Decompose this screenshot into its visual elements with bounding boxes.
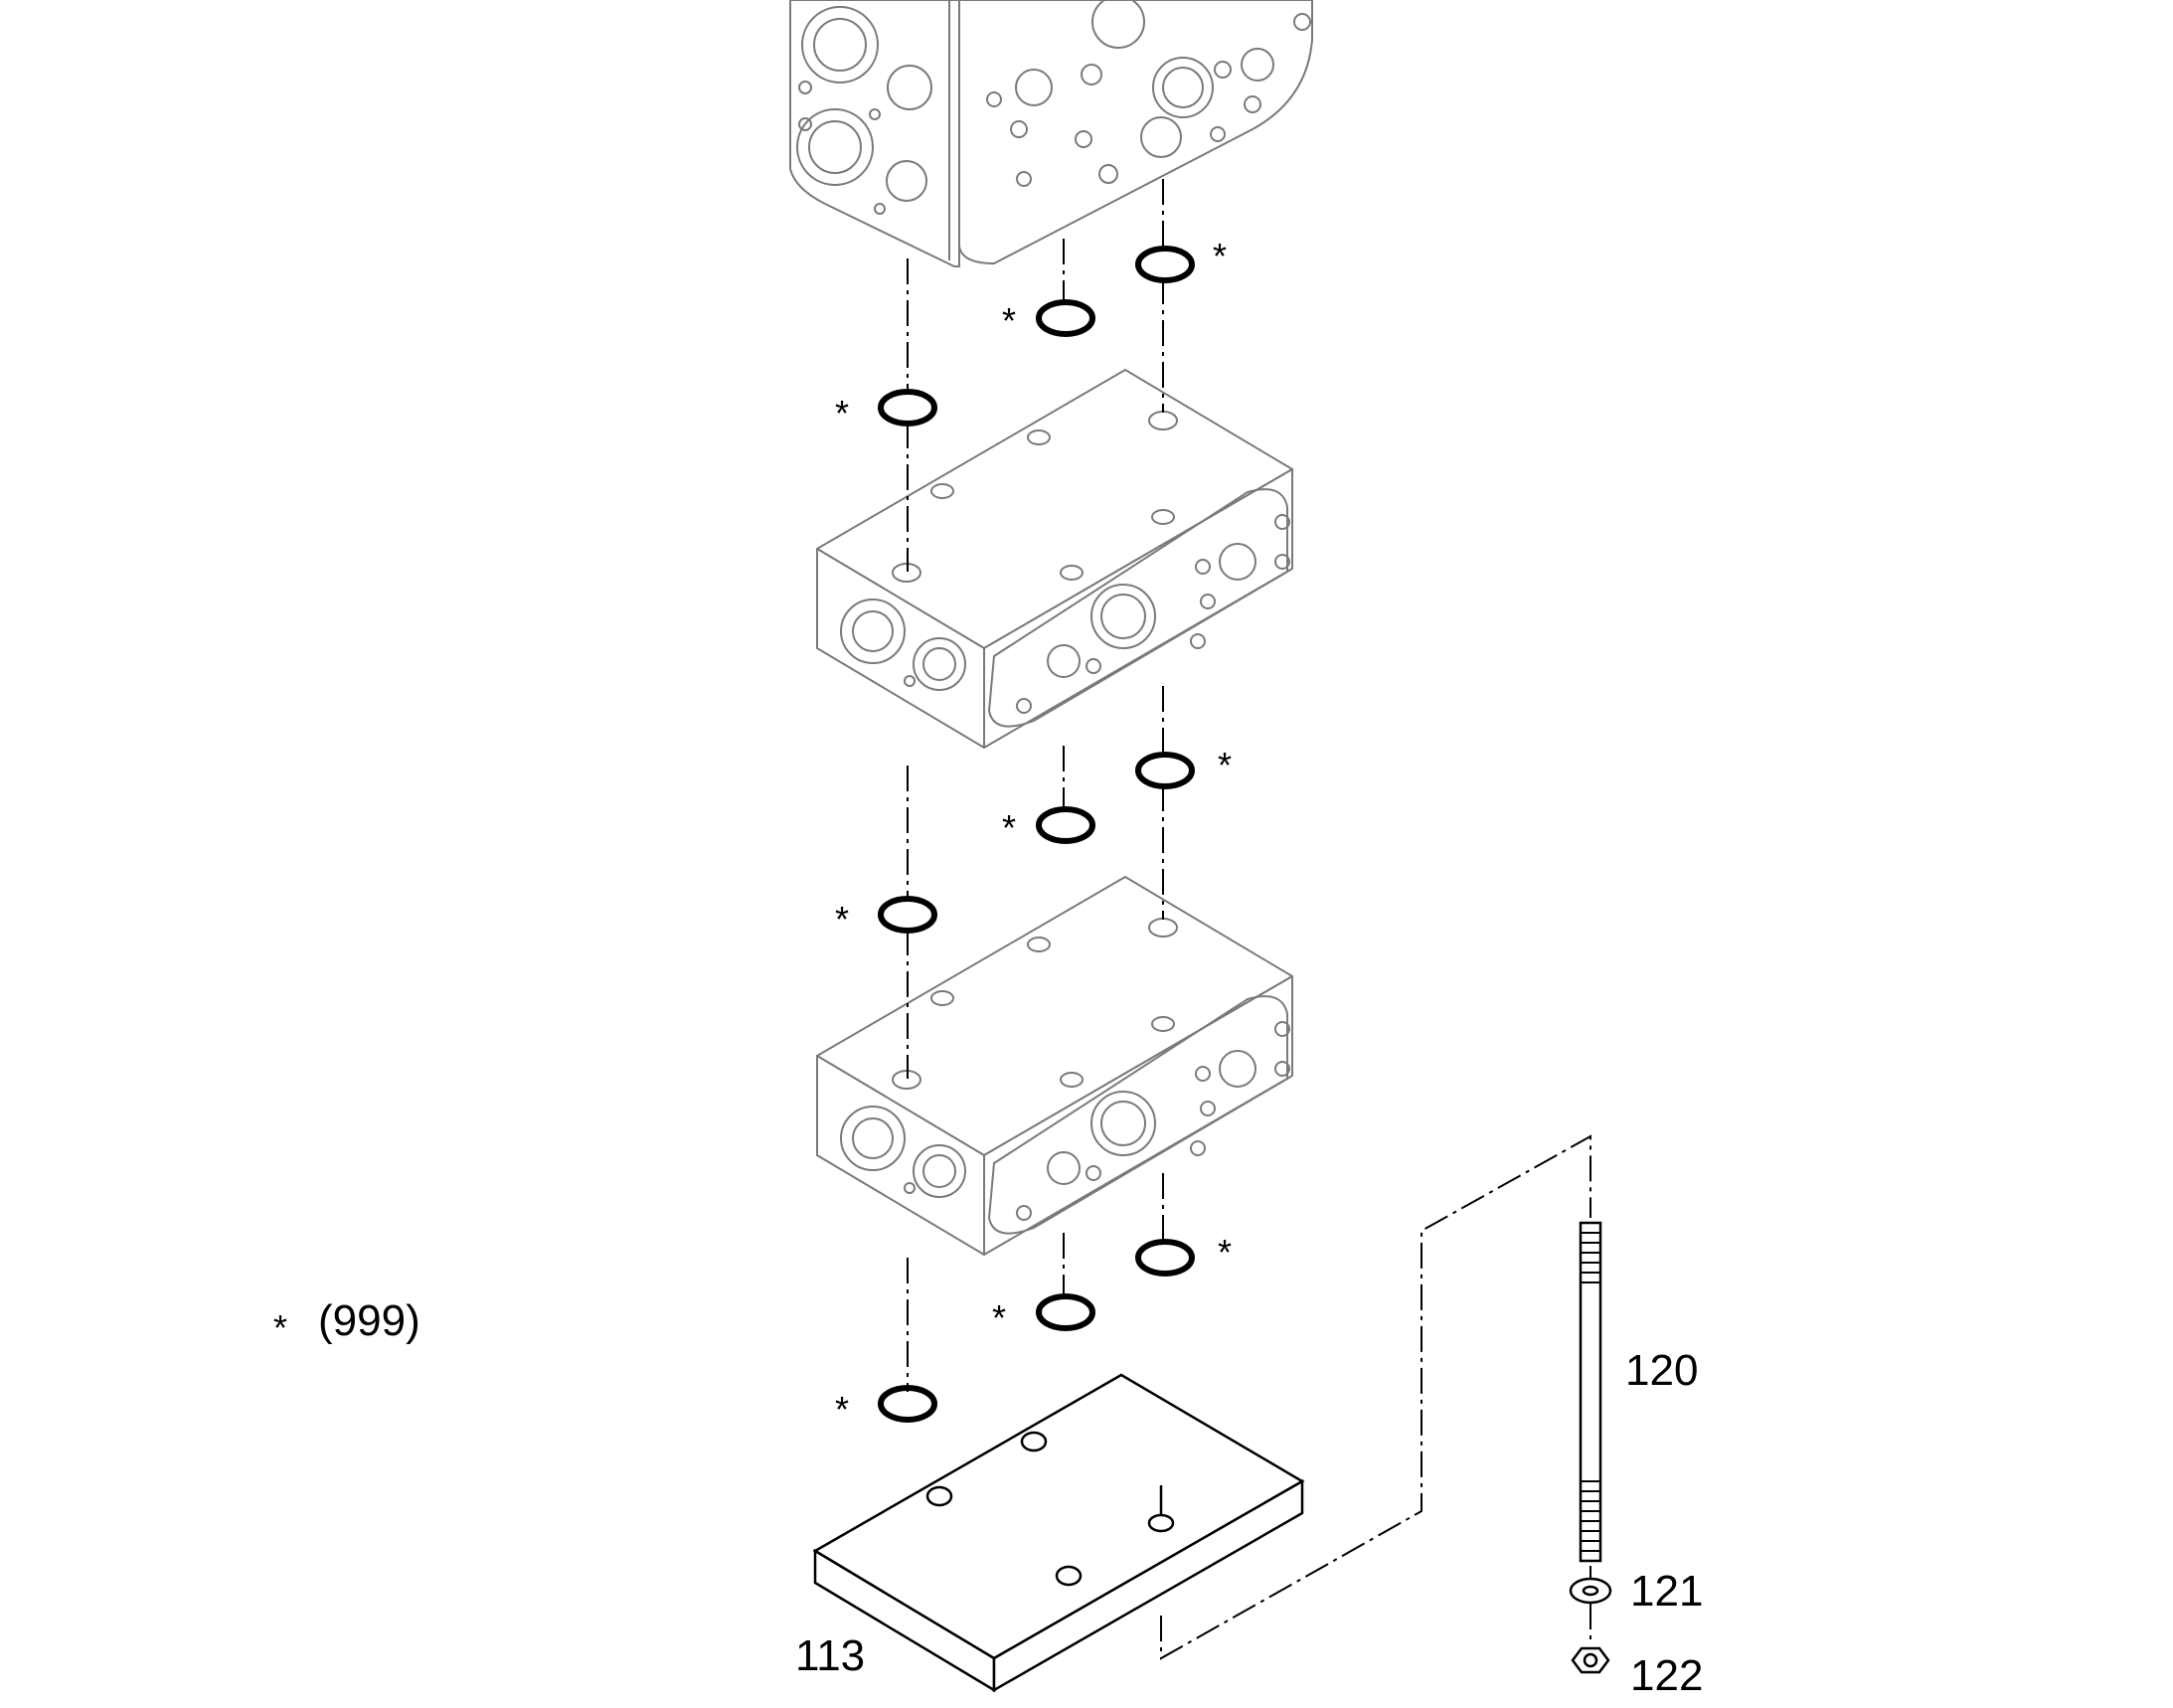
legend-code: (999) <box>318 1296 420 1345</box>
seal-marker: * <box>835 1389 849 1430</box>
hex-nut <box>1571 1646 1610 1674</box>
legend: * (999) <box>273 1296 420 1348</box>
o-ring-seals <box>878 246 1195 1423</box>
seal-marker: * <box>992 1297 1006 1338</box>
seal-marker: * <box>1218 1232 1232 1273</box>
base-plate <box>812 1373 1305 1693</box>
callout-113: 113 <box>795 1631 865 1680</box>
seal-markers: * * * * * * * * * <box>835 236 1232 1430</box>
callout-120: 120 <box>1625 1346 1698 1395</box>
seal-marker: * <box>835 393 849 433</box>
o-ring-seal <box>1036 299 1095 337</box>
assembly-center-lines <box>907 179 1591 1660</box>
callout-121: 121 <box>1630 1567 1703 1616</box>
seal-marker: * <box>1002 807 1016 848</box>
valve-section-lower <box>816 876 1293 1256</box>
callout-122: 122 <box>1630 1651 1703 1700</box>
seal-marker: * <box>835 899 849 939</box>
o-ring-seal <box>1036 1293 1095 1331</box>
o-ring-seal <box>1135 246 1195 283</box>
seal-marker: * <box>1002 300 1016 341</box>
o-ring-seal <box>878 1385 937 1423</box>
seal-marker: * <box>1218 745 1232 785</box>
washer <box>1569 1577 1612 1605</box>
o-ring-seal <box>878 896 937 934</box>
top-valve-body <box>789 0 1313 267</box>
o-ring-seal <box>1036 806 1095 844</box>
o-ring-seal <box>878 389 937 427</box>
valve-section-upper <box>816 369 1293 749</box>
legend-asterisk: * <box>273 1307 287 1348</box>
tie-rod <box>1579 1221 1602 1563</box>
o-ring-seal <box>1135 752 1195 789</box>
o-ring-seal <box>1135 1239 1195 1277</box>
seal-marker: * <box>1213 236 1227 276</box>
